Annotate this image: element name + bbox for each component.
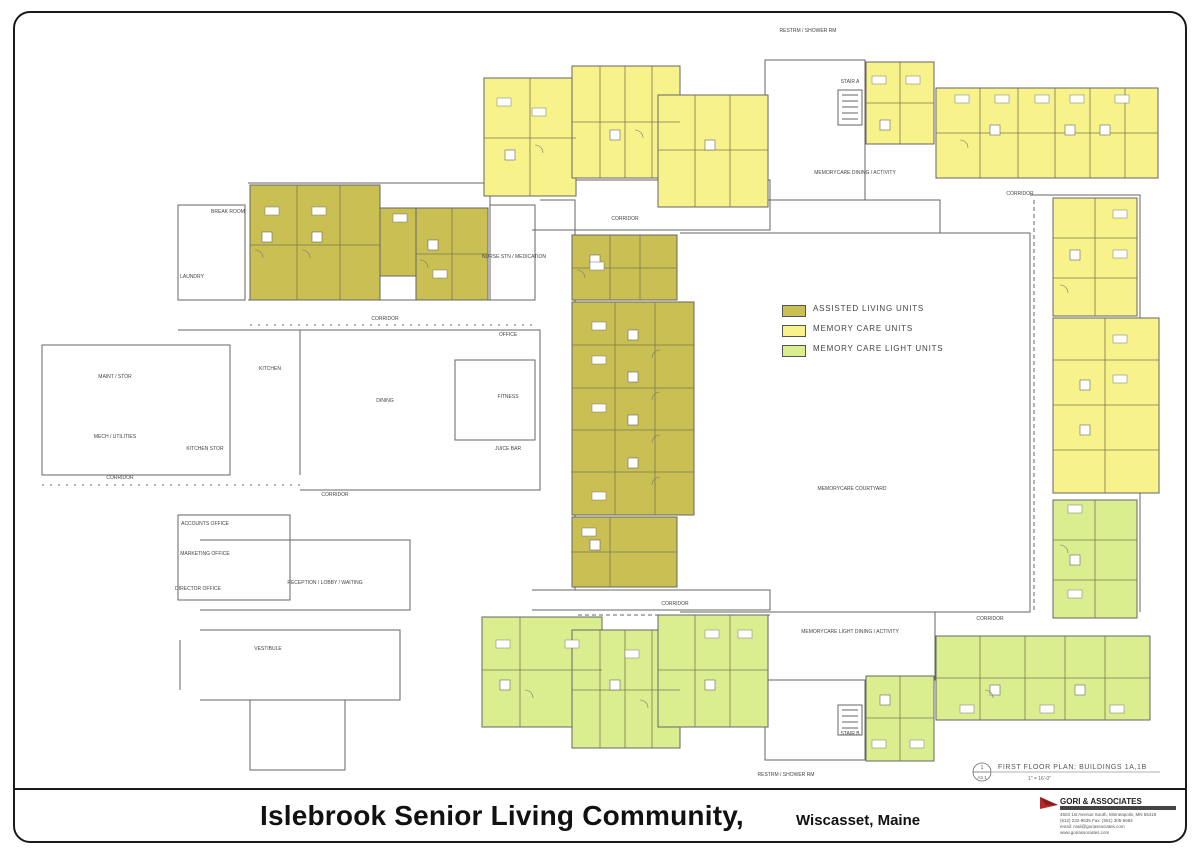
legend-label-assisted: ASSISTED LIVING UNITS — [813, 304, 925, 313]
room-labels: DINING KITCHEN FITNESS JUICE BAR MAINT /… — [94, 28, 1034, 778]
room-break: BREAK ROOM — [211, 209, 245, 215]
room-kitchen-stor: KITCHEN STOR — [186, 446, 224, 452]
room-maint-stor: MAINT / STOR — [98, 374, 132, 380]
room-fitness: FITNESS — [497, 394, 519, 400]
room-nurse: NURSE STN / MEDICATION — [482, 254, 546, 260]
plan-title-text: FIRST FLOOR PLAN: BUILDINGS 1A,1B — [998, 764, 1147, 771]
room-vestibule: VESTIBULE — [254, 646, 282, 652]
room-corridor-5: CORRIDOR — [661, 601, 689, 607]
room-accounts: ACCOUNTS OFFICE — [181, 521, 229, 527]
room-corridor-7: CORRIDOR — [976, 616, 1004, 622]
legend-swatch-assisted — [782, 305, 806, 317]
room-corridor-1: CORRIDOR — [371, 316, 399, 322]
page-title: Islebrook Senior Living Community, — [260, 800, 744, 831]
room-corridor-3: CORRIDOR — [321, 492, 349, 498]
room-dining: DINING — [376, 398, 394, 404]
room-stair-b: STAIR B — [840, 731, 860, 737]
legend-item-assisted: ASSISTED LIVING UNITS — [782, 304, 982, 317]
firm-phone: (612) 232-9535 Fax: (651) 305-6684 — [1060, 818, 1133, 823]
room-laundry: LAUNDRY — [180, 274, 204, 280]
firm-web: www.goriassociates.com — [1060, 830, 1110, 835]
sheet-ref-page: A3.1 — [977, 775, 987, 780]
unit-partitions — [250, 62, 1159, 761]
unit-tags — [264, 75, 1130, 749]
room-restroom-north: RESTRM / SHOWER RM — [780, 28, 837, 34]
room-memorycare-dining: MEMORYCARE DINING / ACTIVITY — [814, 170, 896, 176]
firm-address: 4603 1st Avenue South, Minneapolis, MN 5… — [1060, 812, 1157, 817]
legend-swatch-memory — [782, 325, 806, 337]
room-corridor-6: CORRIDOR — [1006, 191, 1034, 197]
page-location: Wiscasset, Maine — [796, 812, 921, 829]
room-corridor-2: CORRIDOR — [611, 216, 639, 222]
legend-item-memory-light: MEMORY CARE LIGHT UNITS — [782, 344, 982, 357]
plan-scale: 1" = 16'-0" — [1028, 776, 1051, 782]
legend-swatch-memory-light — [782, 345, 806, 357]
firm-email: email: mail@goriassociates.com — [1060, 824, 1125, 829]
firm-divider — [1060, 806, 1176, 810]
room-juice-bar: JUICE BAR — [495, 446, 522, 452]
bathroom-fixtures — [261, 119, 1111, 706]
legend-label-memory-light: MEMORY CARE LIGHT UNITS — [813, 344, 944, 353]
room-marketing: MARKETING OFFICE — [180, 551, 230, 557]
room-corridor-4: CORRIDOR — [106, 475, 134, 481]
room-kitchen: KITCHEN — [259, 366, 281, 372]
room-reception: RECEPTION / LOBBY / WAITING — [287, 580, 362, 586]
sheet-reference-symbol: 1 A3.1 FIRST FLOOR PLAN: BUILDINGS 1A,1B… — [972, 762, 1160, 782]
room-stair-a: STAIR A — [841, 79, 860, 85]
room-memorycare-light-dining: MEMORYCARE LIGHT DINING / ACTIVITY — [801, 629, 899, 635]
room-director: DIRECTOR OFFICE — [175, 586, 221, 592]
room-mech: MECH / UTILITIES — [94, 434, 137, 440]
sheet-ref-num: 1 — [981, 765, 984, 771]
room-office: OFFICE — [499, 332, 518, 338]
legend-label-memory: MEMORY CARE UNITS — [813, 324, 913, 333]
room-restroom-south: RESTRM / SHOWER RM — [758, 772, 815, 778]
firm-name: GORI & ASSOCIATES — [1060, 797, 1142, 806]
door-swings — [254, 129, 1069, 709]
room-courtyard: MEMORYCARE COURTYARD — [818, 486, 887, 492]
firm-logo-icon — [1040, 797, 1058, 809]
plan-title-block: 1 A3.1 FIRST FLOOR PLAN: BUILDINGS 1A,1B… — [970, 760, 1170, 791]
legend-item-memory: MEMORY CARE UNITS — [782, 324, 982, 337]
